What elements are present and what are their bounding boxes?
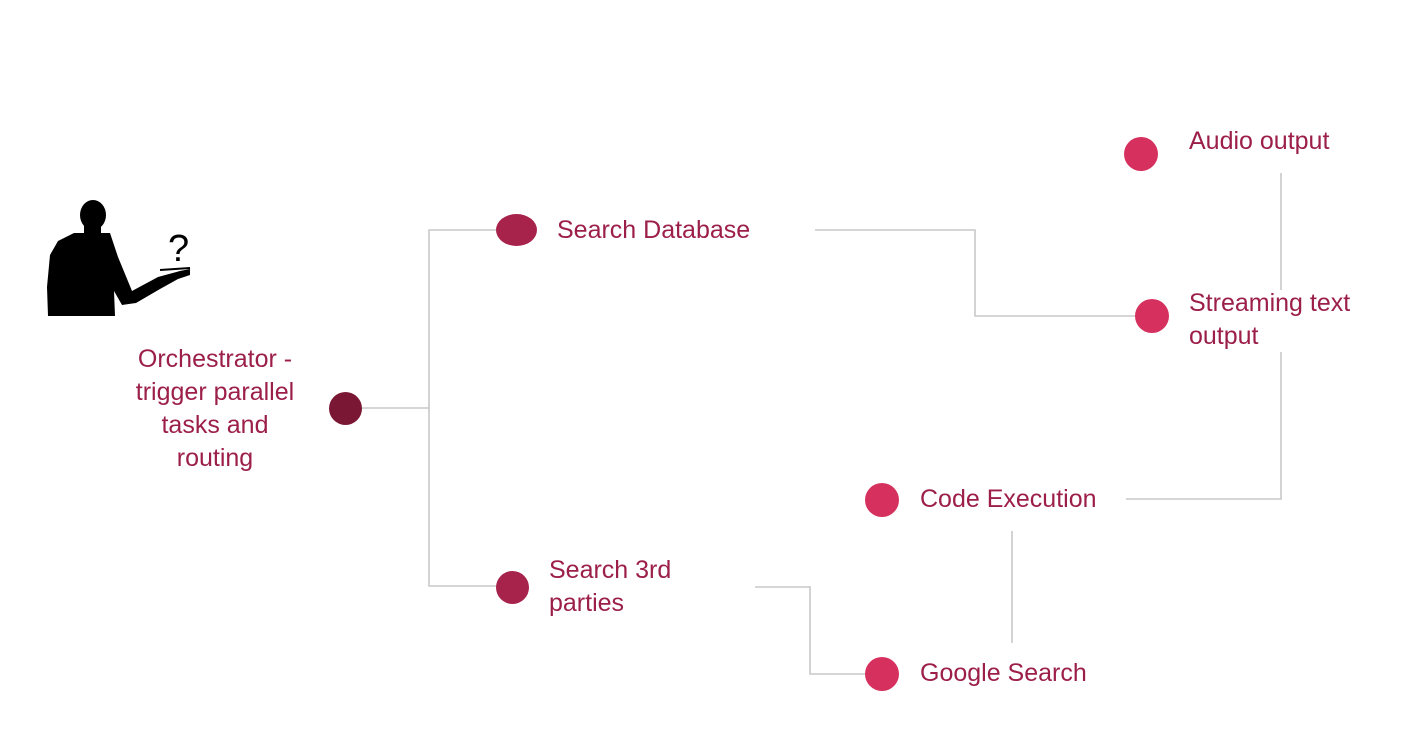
search-3rd-parties-node: [496, 571, 529, 604]
connector-streaming-to-code: [1126, 352, 1282, 500]
svg-text:?: ?: [168, 228, 189, 270]
connector-3rd-parties-to-google: [755, 586, 866, 675]
connector-database-to-streaming: [815, 229, 1137, 317]
streaming-text-output-label: Streaming text output: [1189, 289, 1351, 350]
orchestrator-node: [329, 392, 362, 425]
orchestrator-label: Orchestrator - trigger parallel tasks an…: [135, 345, 295, 472]
person-question-icon: ?: [47, 200, 191, 316]
search-database-node: [496, 214, 537, 246]
connector-orchestrator-branch: [362, 229, 497, 587]
search-3rd-parties-label: Search 3rd parties: [549, 556, 672, 617]
google-search-node: [865, 657, 899, 691]
code-execution-node: [865, 483, 899, 517]
code-execution-label: Code Execution: [920, 485, 1097, 513]
search-database-label: Search Database: [557, 216, 751, 244]
google-search-label: Google Search: [920, 659, 1087, 687]
streaming-text-output-node: [1135, 299, 1169, 333]
audio-output-node: [1124, 137, 1158, 171]
audio-output-label: Audio output: [1189, 127, 1330, 155]
